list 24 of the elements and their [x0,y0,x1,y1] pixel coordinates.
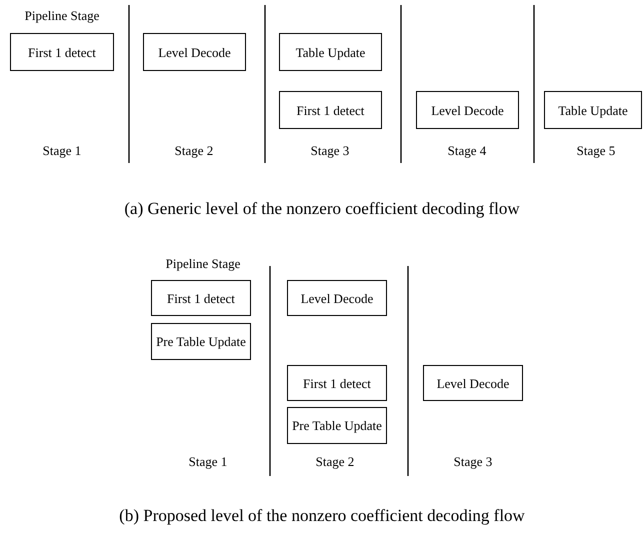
stage-label: Stage 2 [174,143,214,158]
stage-label: Stage 3 [454,454,492,469]
stage-label: Stage 1 [42,143,82,158]
process-box: Level Decode [143,33,246,71]
process-box: Level Decode [287,280,387,316]
stage-label: Stage 4 [448,143,486,158]
process-box: First 1 detect [287,365,387,401]
process-box: First 1 detect [10,33,114,71]
process-box: Pre Table Update [287,407,387,444]
stage-label: Stage 3 [310,143,350,158]
process-box: Level Decode [416,91,519,129]
process-box: Level Decode [423,365,523,401]
stage-label: Stage 2 [316,454,354,469]
caption: (b) Proposed level of the nonzero coefficient decoding flow [119,506,525,526]
process-box: Table Update [544,91,642,129]
stage-label: Pipeline Stage [24,8,100,23]
stage-label: Stage 1 [188,454,228,469]
process-box: First 1 detect [151,280,251,316]
stage-label: Stage 5 [576,143,616,158]
process-box: Pre Table Update [151,323,251,360]
process-box: First 1 detect [279,91,382,129]
caption: (a) Generic level of the nonzero coefficient decoding flow [124,199,520,219]
process-box: Table Update [279,33,382,71]
stage-label: Pipeline Stage [166,256,240,271]
